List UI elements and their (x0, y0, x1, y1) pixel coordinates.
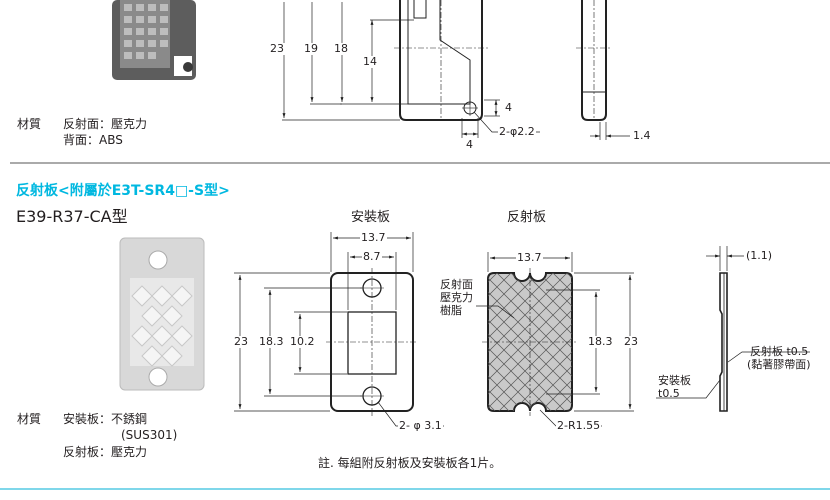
callout-face-line2: 壓克力 (440, 291, 473, 304)
dim-top-14: 14 (362, 55, 378, 68)
dim-top-18: 18 (333, 42, 349, 55)
callout-face-line3: 樹脂 (440, 304, 462, 317)
plate-view-title: 安裝板 (351, 210, 391, 225)
dim-top-hole: 2-φ2.2 (498, 125, 536, 138)
reflector-view-title: 反射板 (507, 210, 547, 225)
dim-reflector-width: 13.7 (516, 251, 543, 264)
callout-side-reflector-tape: (黏著膠帶面) (747, 358, 811, 371)
top-material-reflective-face: 反射面：壓克力 (63, 117, 148, 131)
model-number: E39-R37-CA型 (16, 207, 128, 226)
dim-reflector-height: 23 (623, 335, 639, 348)
callout-side-plate-thickness: t0.5 (658, 387, 680, 400)
dim-top-4-vertical: 4 (504, 101, 513, 114)
bottom-material-label: 材質 (17, 412, 42, 426)
callout-side-plate: 安裝板 (658, 374, 691, 387)
top-material-label: 材質 (17, 117, 42, 131)
top-material-back: 背面：ABS (63, 133, 123, 147)
dim-reflector-notch-pitch: 18.3 (587, 335, 614, 348)
bottom-material-reflector: 反射板：壓克力 (63, 445, 148, 459)
section-heading: 反射板<附屬於E3T-SR4□-S型> (16, 183, 230, 199)
dim-top-19: 19 (303, 42, 319, 55)
top-side-view (576, 0, 630, 140)
bottom-material-plate: 安裝板：不銹鋼 (63, 412, 148, 426)
callout-face-line1: 反射面 (440, 278, 473, 291)
top-dimension-lines (282, 2, 540, 138)
callout-side-reflector: 反射板 t0.5 (750, 345, 809, 358)
dim-reflector-radius: 2-R1.55 (556, 419, 602, 432)
top-reflector-photo (112, 0, 196, 80)
dim-plate-hole: 2- φ 3.1 (398, 419, 443, 432)
dim-top-23: 23 (269, 42, 285, 55)
dim-top-4-horizontal: 4 (465, 138, 474, 151)
mounting-plate-drawing (326, 268, 418, 416)
dim-plate-width: 13.7 (360, 231, 387, 244)
dim-plate-hole-pitch: 18.3 (258, 335, 285, 348)
dim-plate-window-width: 8.7 (362, 250, 382, 263)
bottom-material-plate-grade: (SUS301) (121, 428, 178, 442)
dim-plate-window-height: 10.2 (289, 335, 316, 348)
dim-plate-height: 23 (233, 335, 249, 348)
reflector-front-drawing (482, 268, 578, 416)
top-front-view (394, 0, 490, 121)
note-text: 註. 每組附反射板及安裝板各1片。 (318, 456, 502, 470)
bottom-reflector-photo (119, 237, 205, 391)
dim-side-thickness: (1.1) (745, 249, 774, 262)
dim-top-thickness: 1.4 (632, 129, 652, 142)
reflector-side-drawing (656, 246, 810, 412)
